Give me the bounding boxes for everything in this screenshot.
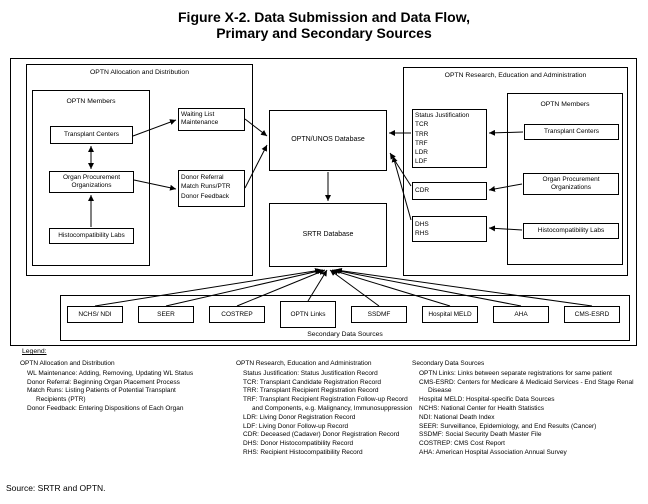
right-optn-members-box: OPTN Members [507,93,623,265]
status-line5: LDR [415,149,429,157]
secondary-box-costrep: COSTREP [209,306,265,323]
donor-referral-line3: Donor Feedback [181,192,230,200]
secondary-box-ssdmf: SSDMF [351,306,407,323]
status-line3: TRR [415,130,429,138]
secondary-box-nchs-ndi: NCHS/ NDI [67,306,123,323]
legend-item: Match Runs: Listing Patients of Potentia… [27,387,176,404]
legend-item: DHS: Donor Histocompatibility Record [243,440,354,448]
right-optn-members-label: OPTN Members [540,101,590,108]
legend-col2-header: OPTN Research, Education and Administrat… [236,360,372,367]
legend-heading: Legend: [22,348,47,355]
figure-title: Figure X-2. Data Submission and Data Flo… [0,9,648,41]
section-optn-research-header: OPTN Research, Education and Administrat… [444,72,587,79]
left-optn-members-box: OPTN Members [32,90,150,266]
left-organ-procurement-box: Organ Procurement Organizations [49,171,134,193]
legend-col1-header: OPTN Allocation and Distribution [20,360,115,367]
section-optn-allocation-header: OPTN Allocation and Distribution [90,69,189,76]
legend-column-allocation: OPTN Allocation and Distribution WL Main… [20,360,198,414]
right-histocompatibility-labs-box: Histocompatibility Labs [523,223,619,239]
left-organ-procurement-label: Organ Procurement Organizations [62,174,121,189]
legend-item: NDI: National Death Index [419,413,495,421]
legend-item: CDR: Deceased (Cadaver) Donor Registrati… [243,431,400,439]
secondary-box-seer: SEER [138,306,194,323]
ssdmf-label: SSDMF [367,310,391,318]
cdr-label: CDR [415,187,430,195]
left-transplant-centers-label: Transplant Centers [63,131,120,139]
left-histocompatibility-labs-box: Histocompatibility Labs [49,228,134,244]
left-optn-members-label: OPTN Members [66,98,116,105]
legend-item: Hospital MELD: Hospital-specific Data So… [419,396,555,404]
cdr-box: CDR [412,182,487,200]
legend-item: LDF: Living Donor Follow-up Record [243,422,349,430]
legend-col3-header: Secondary Data Sources [412,360,485,367]
status-line1: Status Justification [415,112,470,119]
right-organ-procurement-box: Organ Procurement Organizations [523,173,619,195]
right-organ-procurement-label: Organ Procurement Organizations [542,176,600,191]
figure-outer-frame [10,58,637,346]
status-line2: TCR [415,121,429,129]
secondary-box-cms-esrd: CMS-ESRD [564,306,620,323]
dhs-rhs-box: DHS RHS [412,216,487,242]
donor-referral-line2: Match Runs/PTR [181,183,231,191]
srtr-database-box: SRTR Database [269,203,387,267]
legend-item: AHA: American Hospital Association Annua… [419,448,567,456]
right-transplant-centers-box: Transplant Centers [524,124,619,140]
legend-item: TRF: Transplant Recipient Registration F… [243,396,413,412]
dhs-label: DHS [415,221,429,228]
hospital-meld-label: Hospital MELD [428,310,472,318]
left-transplant-centers-box: Transplant Centers [50,126,133,144]
legend-item: RHS: Recipient Histocompatibility Record [243,448,363,456]
donor-referral-line1: Donor Referral [181,174,224,181]
legend-item: TRR: Transplant Recipient Registration R… [243,387,379,395]
donor-referral-box: Donor Referral Match Runs/PTR Donor Feed… [178,170,245,207]
legend-item: NCHS: National Center for Health Statist… [419,404,544,412]
legend-column-secondary: Secondary Data Sources OPTN Links: Links… [412,360,638,458]
secondary-box-aha: AHA [493,306,549,323]
legend-item: CMS-ESRD: Centers for Medicare & Medicai… [419,378,634,395]
status-line4: TRF [415,139,428,147]
optn-unos-database-box: OPTN/UNOS Database [269,110,387,171]
figure-title-line2: Primary and Secondary Sources [216,25,432,41]
left-histocompatibility-labs-label: Histocompatibility Labs [58,232,125,240]
right-transplant-centers-label: Transplant Centers [543,128,600,136]
legend-item: OPTN Links: Links between separate regis… [419,369,612,377]
legend-item: SSDMF: Social Security Death Master File [419,431,542,439]
legend-item: LDR: Living Donor Registration Record [243,413,356,421]
right-histocompatibility-labs-label: Histocompatibility Labs [537,227,605,235]
legend-column-research: OPTN Research, Education and Administrat… [236,360,416,458]
status-justification-box: Status Justification TCR TRR TRF LDR LDF [412,109,487,168]
cms-esrd-label: CMS-ESRD [574,310,610,318]
status-line6: LDF [415,158,428,166]
legend-item: TCR: Transplant Candidate Registration R… [243,378,382,386]
srtr-database-label: SRTR Database [302,230,354,238]
rhs-label: RHS [415,230,429,238]
secondary-box-optn-links: OPTN Links [280,301,336,328]
nchs-ndi-label: NCHS/ NDI [78,310,112,318]
waiting-list-maintenance-label: Waiting List Maintenance [181,111,219,126]
waiting-list-maintenance-box: Waiting List Maintenance [178,108,245,131]
legend-item: Donor Referral: Beginning Organ Placemen… [27,378,180,386]
costrep-label: COSTREP [221,310,253,318]
legend-item: Donor Feedback: Entering Dispositions of… [27,404,184,412]
legend-item: Status Justification: Status Justificati… [243,369,378,377]
figure-title-line1: Figure X-2. Data Submission and Data Flo… [178,9,470,25]
secondary-sources-label: Secondary Data Sources [307,331,383,338]
legend-item: WL Maintenance: Adding, Removing, Updati… [27,369,194,377]
seer-label: SEER [157,310,175,318]
source-note: Source: SRTR and OPTN. [6,483,106,493]
optn-unos-database-label: OPTN/UNOS Database [291,136,365,144]
legend-item: COSTREP: CMS Cost Report [419,440,505,448]
optn-links-label: OPTN Links [290,310,326,318]
secondary-box-hospital-meld: Hospital MELD [422,306,478,323]
legend-item: SEER: Surveillance, Epidemiology, and En… [419,422,597,430]
aha-label: AHA [514,310,528,318]
